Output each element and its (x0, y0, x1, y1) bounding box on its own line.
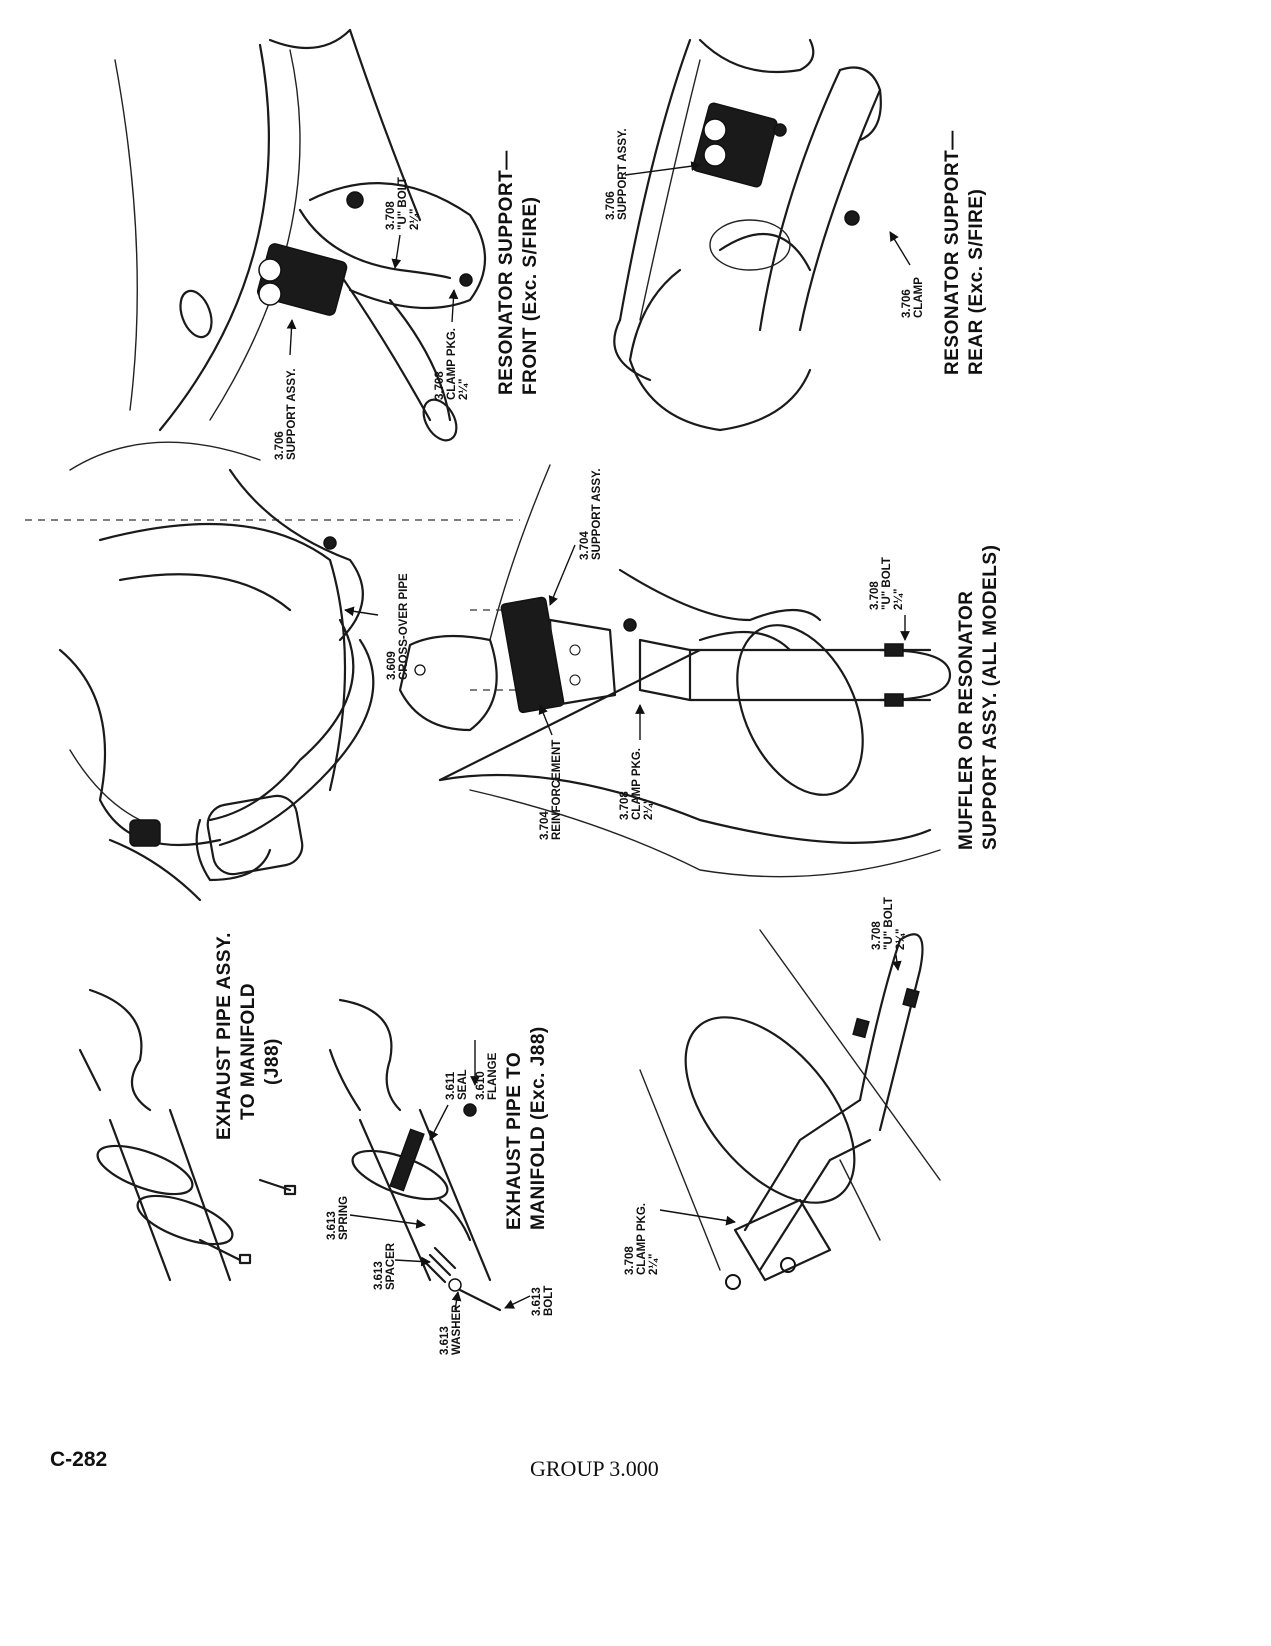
svg-text:3.613 SPACER: 3.613 SPACER (373, 1242, 397, 1290)
svg-text:3.706 SUPPORT ASSY.: 3.706 SUPPORT ASSY. (274, 368, 298, 460)
svg-text:3.708 CLAMP PKG.: 3.708 CLAMP PKG. 2¼" (619, 745, 655, 820)
exhaust-exc-j88-caption: EXHAUST PIPE TO MANIFOLD (Exc. J88) (504, 1026, 549, 1230)
svg-text:RESONATOR SUPPORT— REA: RESONATOR SUPPORT— REAR (Exc. S/FIRE) (942, 124, 987, 375)
muffler-label-reinforcement: 3.704 REINFORCEMENT (538, 704, 563, 840)
exhaust-j88-drawing (78, 988, 297, 1282)
exhaust-exc-label-spring: 3.613 SPRING (326, 1196, 426, 1240)
clamp-detail-drawing (639, 929, 941, 1290)
resonator-rear-label-support: 3.706 SUPPORT ASSY. (605, 128, 701, 220)
crossover-drawing (25, 441, 520, 902)
exhaust-exc-label-spacer: 3.613 SPACER (373, 1242, 431, 1290)
resonator-front-label-ubolt: 3.708 "U" BOLT 2¼" (385, 174, 421, 269)
svg-text:3.613 SPRING: 3.613 SPRING (326, 1196, 350, 1240)
panel-crossover-pipe: 3.609 CROSS-OVER PIPE (25, 441, 520, 902)
svg-text:3.613 WASHER: 3.613 WASHER (439, 1304, 463, 1355)
svg-text:3.708 CLAMP PKG.: 3.708 CLAMP PKG. 2¼" (624, 1200, 660, 1275)
svg-text:3.706 CLAMP: 3.706 CLAMP (901, 277, 925, 318)
resonator-front-caption: RESONATOR SUPPORT— FRONT (Exc. S/FIRE) (496, 144, 541, 395)
svg-text:3.610 FLANGE: 3.610 FLANGE (475, 1052, 499, 1100)
group-label: GROUP 3.000 (530, 1456, 659, 1481)
svg-text:RESONATOR SUPPORT— FRO: RESONATOR SUPPORT— FRONT (Exc. S/FIRE) (496, 144, 541, 395)
panel-exhaust-pipe-j88: EXHAUST PIPE ASSY. TO MANIFOLD (J88) (78, 926, 297, 1282)
page-footer: C-282 GROUP 3.000 (50, 1448, 659, 1481)
panel-muffler-support: 3.704 REINFORCEMENT 3.704 SUPPORT ASSY. … (398, 464, 1001, 878)
resonator-front-drawing (114, 28, 487, 442)
svg-text:3.708 "U" BOLT: 3.708 "U" BOLT 2¼" (385, 174, 421, 230)
exhaust-exc-j88-drawing (328, 998, 502, 1312)
svg-text:EXHAUST PIPE TO MANIFO: EXHAUST PIPE TO MANIFOLD (Exc. J88) (504, 1026, 549, 1230)
svg-text:3.613 BOLT: 3.613 BOLT (531, 1284, 555, 1316)
clamp-detail-label-clamp: 3.708 CLAMP PKG. 2¼" (624, 1200, 736, 1275)
resonator-rear-caption: RESONATOR SUPPORT— REAR (Exc. S/FIRE) (942, 124, 987, 375)
crossover-label-pipe: 3.609 CROSS-OVER PIPE (344, 573, 410, 680)
muffler-label-ubolt: 3.708 "U" BOLT 2¼" (869, 554, 910, 641)
svg-text:3.708 "U" BOLT: 3.708 "U" BOLT 2¼" (871, 894, 907, 950)
svg-text:EXHAUST PIPE ASSY. TO: EXHAUST PIPE ASSY. TO MANIFOLD (J88) (214, 926, 283, 1140)
muffler-support-drawing (398, 464, 952, 878)
panel-exhaust-pipe-exc-j88: 3.611 SEAL 3.610 FLANGE 3.613 SPRING 3.6… (326, 998, 555, 1355)
panel-resonator-support-front: 3.706 SUPPORT ASSY. 3.708 CLAMP PKG. 2¼"… (114, 28, 541, 460)
svg-text:3.706 SUPPORT ASSY.: 3.706 SUPPORT ASSY. (605, 128, 629, 220)
exhaust-exc-label-washer: 3.613 WASHER (439, 1291, 463, 1355)
svg-text:3.704 SUPPORT ASSY.: 3.704 SUPPORT ASSY. (579, 468, 603, 560)
exhaust-j88-caption: EXHAUST PIPE ASSY. TO MANIFOLD (J88) (214, 926, 283, 1140)
resonator-rear-drawing (613, 38, 882, 432)
panel-clamp-detail: 3.708 "U" BOLT 2¼" 3.708 CLAMP PKG. 2¼" (624, 894, 941, 1290)
svg-text:3.704 REINFORCEMENT: 3.704 REINFORCEMENT (539, 740, 563, 840)
resonator-front-label-support: 3.706 SUPPORT ASSY. (274, 319, 298, 460)
muffler-label-clamp: 3.708 CLAMP PKG. 2¼" (619, 704, 655, 820)
exhaust-exc-label-flange: 3.610 FLANGE (470, 1040, 499, 1100)
page-number: C-282 (50, 1448, 107, 1471)
resonator-rear-label-clamp: 3.706 CLAMP (889, 231, 925, 318)
svg-text:3.708 "U" BOLT: 3.708 "U" BOLT 2¼" (869, 554, 905, 610)
svg-text:3.611 SEAL: 3.611 SEAL (445, 1069, 469, 1100)
muffler-support-caption: MUFFLER OR RESONATOR SUPPORT ASSY. (ALL … (956, 545, 1001, 850)
clamp-detail-label-ubolt: 3.708 "U" BOLT 2¼" (871, 894, 907, 971)
exhaust-exc-label-bolt: 3.613 BOLT (504, 1284, 555, 1316)
panel-resonator-support-rear: 3.706 SUPPORT ASSY. 3.706 CLAMP RESONATO… (605, 38, 987, 432)
svg-text:3.609 CROSS-OVER PIPE: 3.609 CROSS-OVER PIPE (386, 573, 410, 680)
svg-text:3.708 CLAMP PKG.: 3.708 CLAMP PKG. 2¼" (434, 325, 470, 400)
svg-text:MUFFLER OR RESONATOR S: MUFFLER OR RESONATOR SUPPORT ASSY. (ALL … (956, 545, 1001, 850)
muffler-label-support: 3.704 SUPPORT ASSY. (548, 468, 603, 606)
exhaust-exc-label-seal: 3.611 SEAL (429, 1069, 469, 1141)
resonator-front-label-clamp: 3.708 CLAMP PKG. 2¼" (434, 289, 470, 400)
